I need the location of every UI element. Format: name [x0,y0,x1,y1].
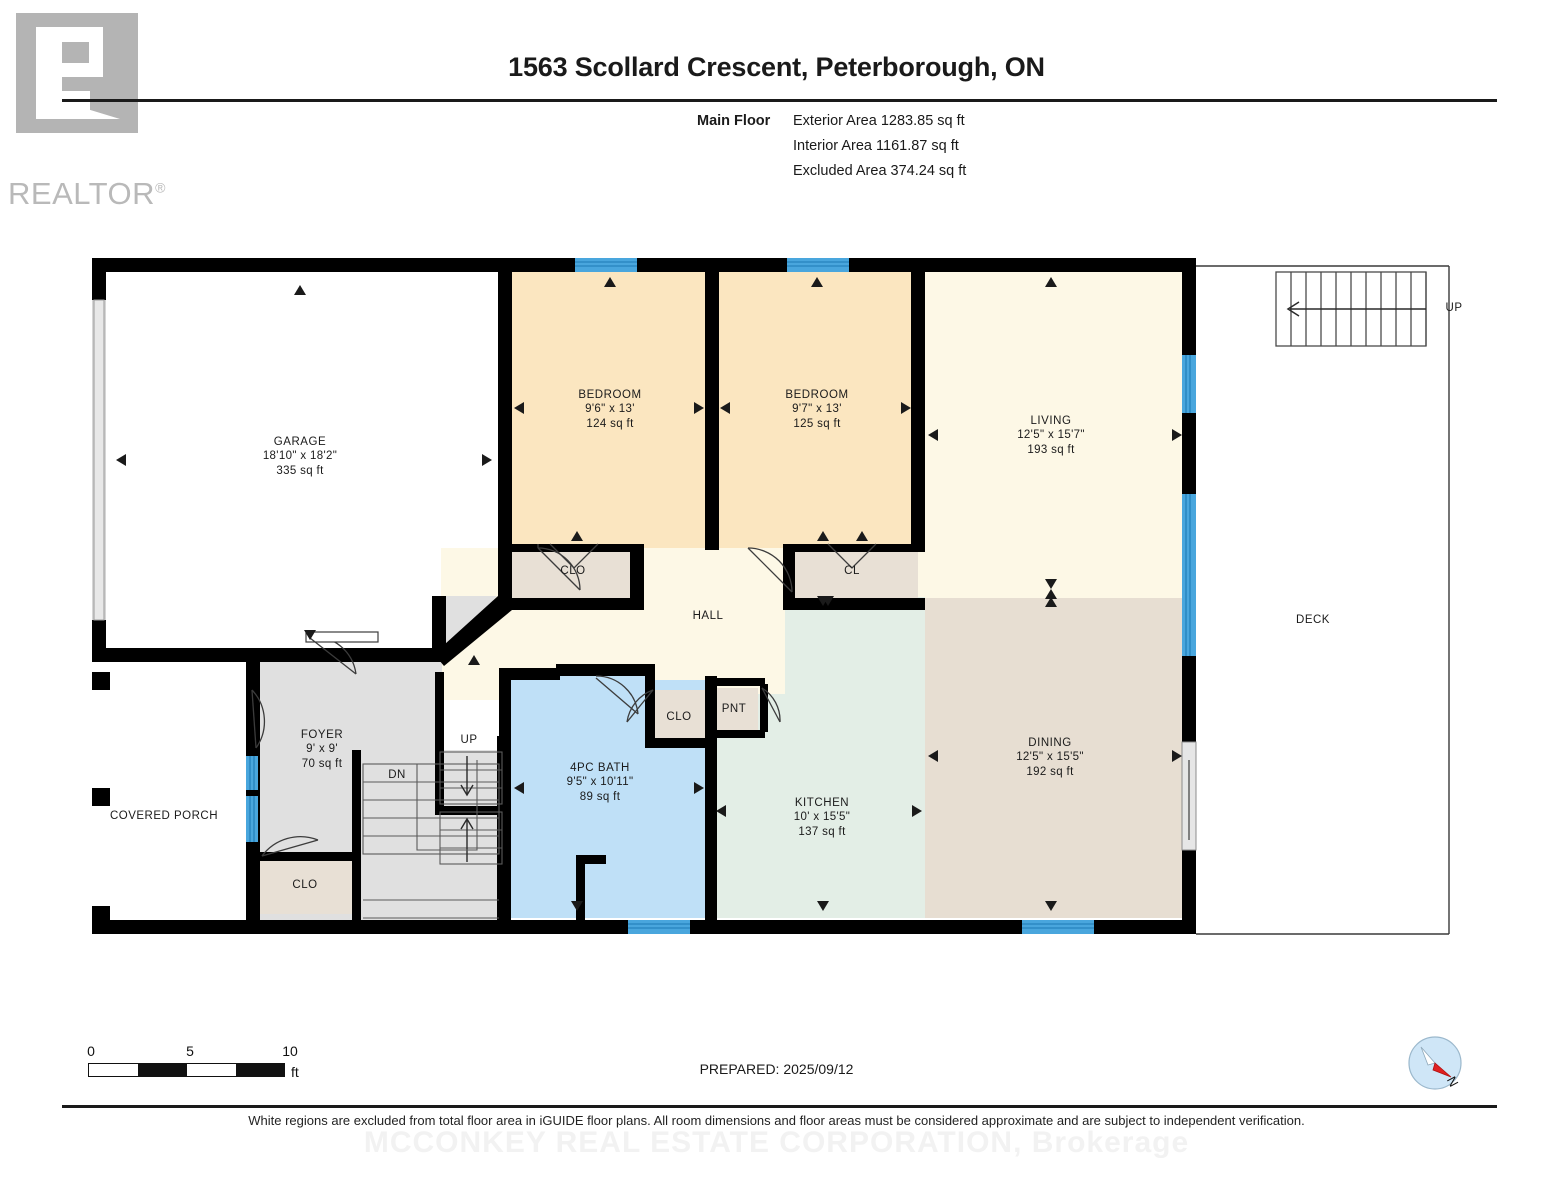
interior-area: Interior Area 1161.87 sq ft [793,138,959,154]
footer-divider [62,1105,1497,1108]
deck-outline [1196,265,1450,935]
tag-stairs-up: UP [460,734,478,746]
room-label-bedroom-1: BEDROOM 9'6" x 13' 124 sq ft [578,389,642,430]
doors [251,543,877,857]
bedroom-1-fill [512,270,707,548]
room-label-living: LIVING 12'5" x 15'7" 193 sq ft [1017,415,1085,456]
tag-pantry: PNT [721,703,747,715]
excluded-area: Excluded Area 374.24 sq ft [793,163,967,179]
compass-rose: N [1404,1032,1466,1094]
kitchen-fill [713,598,925,918]
room-label-dining: DINING 12'5" x 15'5" 192 sq ft [1016,737,1084,778]
deck-stair-arrow [1286,301,1426,317]
windows [246,258,1196,934]
exterior-area: Exterior Area 1283.85 sq ft [793,113,965,129]
pantry-fill [716,688,758,730]
scale-tick-5: 5 [186,1043,194,1059]
page-title: 1563 Scollard Crescent, Peterborough, ON [508,52,1045,82]
tag-closet-bedroom-1: CLO [560,565,586,577]
room-label-bedroom-2: BEDROOM 9'7" x 13' 125 sq ft [785,389,849,430]
stair-direction-arrows [416,756,478,862]
room-label-kitchen: KITCHEN 10' x 15'5" 137 sq ft [793,797,851,838]
room-label-foyer: FOYER 9' x 9' 70 sq ft [300,729,344,770]
closet-bed2-fill [790,550,918,598]
tag-closet-hall: CLO [666,711,692,723]
dimension-arrows [116,277,1182,911]
tag-deck-stairs-up: UP [1445,302,1463,314]
scale-tick-0: 0 [87,1043,95,1059]
floor-area-summary: Main Floor Exterior Area 1283.85 sq ft I… [697,109,966,184]
disclaimer-text: White regions are excluded from total fl… [248,1113,1305,1128]
realtor-logo: REALTOR® [8,13,165,213]
closet-foyer-fill [259,858,354,914]
scale-bar [88,1063,285,1077]
bedroom-2-fill [719,270,919,548]
room-label-bath: 4PC BATH 9'5" x 10'11" 89 sq ft [566,762,634,803]
room-label-garage: GARAGE 18'10" x 18'2" 335 sq ft [262,436,338,477]
floor-label: Main Floor [697,113,771,129]
tag-closet-bedroom-2: CL [844,565,860,577]
scale-unit: ft [291,1064,299,1080]
tag-deck: DECK [1296,614,1330,626]
tag-hall: HALL [692,610,724,622]
realtor-r-icon [16,13,138,133]
realtor-wordmark: REALTOR® [8,176,166,211]
closet-hall-fill [653,690,707,740]
tag-covered-porch: COVERED PORCH [109,810,219,822]
closet-bed1-fill [512,550,638,598]
deck-fill [1196,262,1449,934]
covered-porch-fill [92,668,247,934]
scale-tick-10: 10 [282,1043,298,1059]
brokerage-watermark: MCCONKEY REAL ESTATE CORPORATION, Broker… [363,1126,1190,1159]
title-divider [62,99,1497,102]
dining-fill [925,598,1183,918]
tag-closet-foyer: CLO [292,879,318,891]
prepared-date: PREPARED: 2025/09/12 [699,1061,854,1077]
tag-stairs-down: DN [388,769,406,781]
living-fill [925,270,1183,598]
